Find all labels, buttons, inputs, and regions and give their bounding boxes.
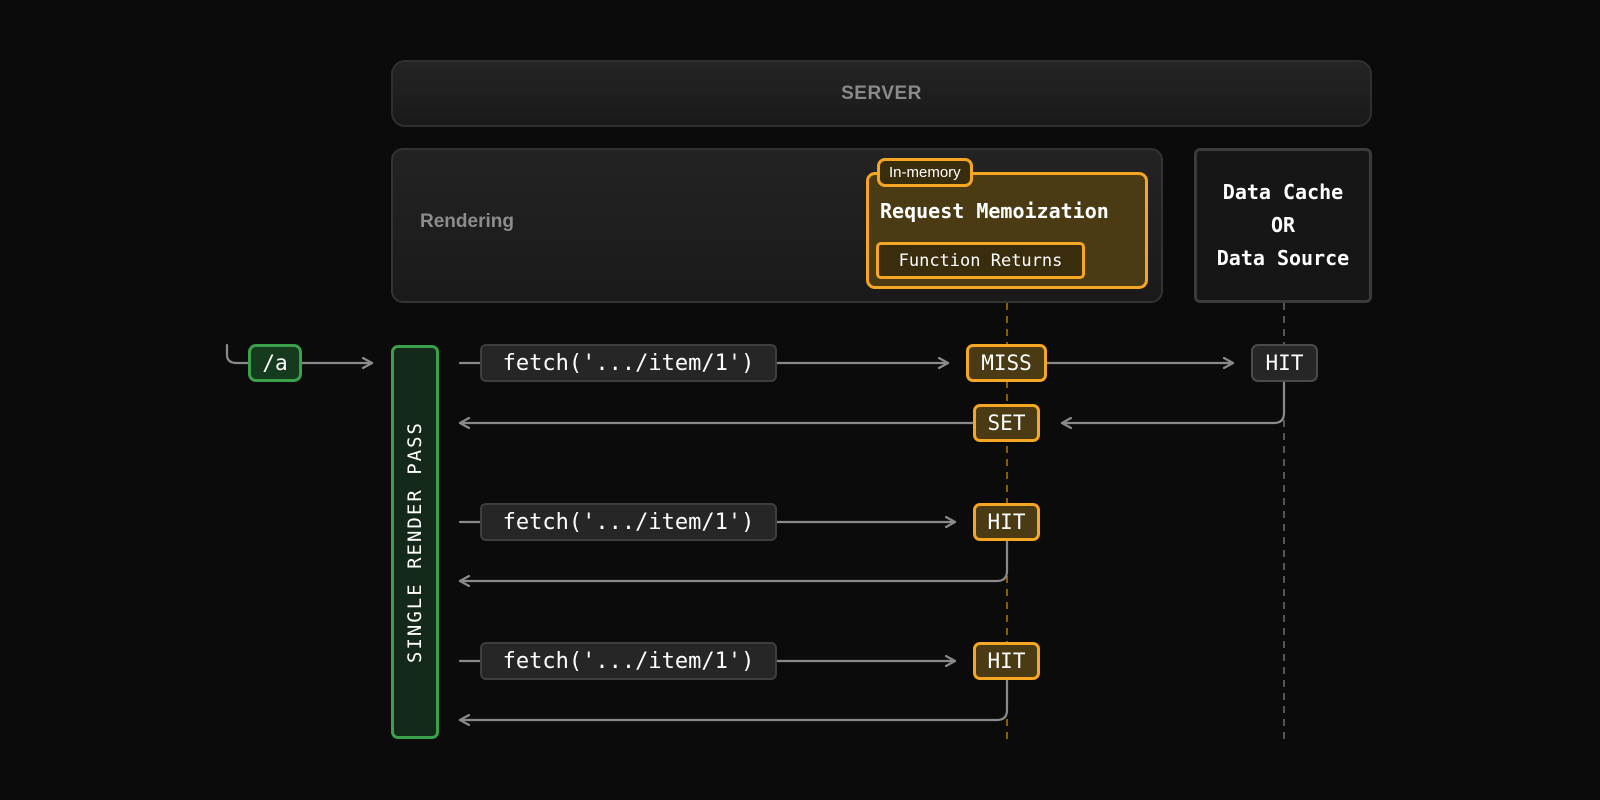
route-badge: /a <box>248 344 302 382</box>
entry-connector <box>225 343 250 365</box>
in-memory-tag: In-memory <box>877 158 973 187</box>
function-returns-box: Function Returns <box>876 242 1085 279</box>
hit-2-return <box>458 539 1009 581</box>
cache-return-line <box>1060 380 1286 423</box>
data-cache-line-1: Data Cache <box>1222 180 1344 204</box>
memoization-title: Request Memoization <box>880 199 1109 223</box>
data-cache-line-3: Data Source <box>1216 246 1350 270</box>
hit-badge-3: HIT <box>973 642 1040 680</box>
rendering-label: Rendering <box>420 211 514 232</box>
hit-badge-2: HIT <box>973 503 1040 541</box>
server-label: SERVER <box>841 82 922 104</box>
set-badge: SET <box>973 404 1040 442</box>
fetch-call-3: fetch('.../item/1') <box>480 642 777 680</box>
server-header: SERVER <box>391 60 1372 127</box>
miss-badge: MISS <box>966 344 1047 382</box>
fetch-call-2: fetch('.../item/1') <box>480 503 777 541</box>
data-cache-line-2: OR <box>1270 213 1296 237</box>
hit-3-return <box>458 678 1009 720</box>
cache-hit-badge: HIT <box>1251 344 1318 382</box>
data-cache-box: Data Cache OR Data Source <box>1194 148 1372 303</box>
single-render-pass-bar <box>391 345 439 739</box>
fetch-call-1: fetch('.../item/1') <box>480 344 777 382</box>
single-render-pass-label: SINGLE RENDER PASS <box>404 421 426 663</box>
